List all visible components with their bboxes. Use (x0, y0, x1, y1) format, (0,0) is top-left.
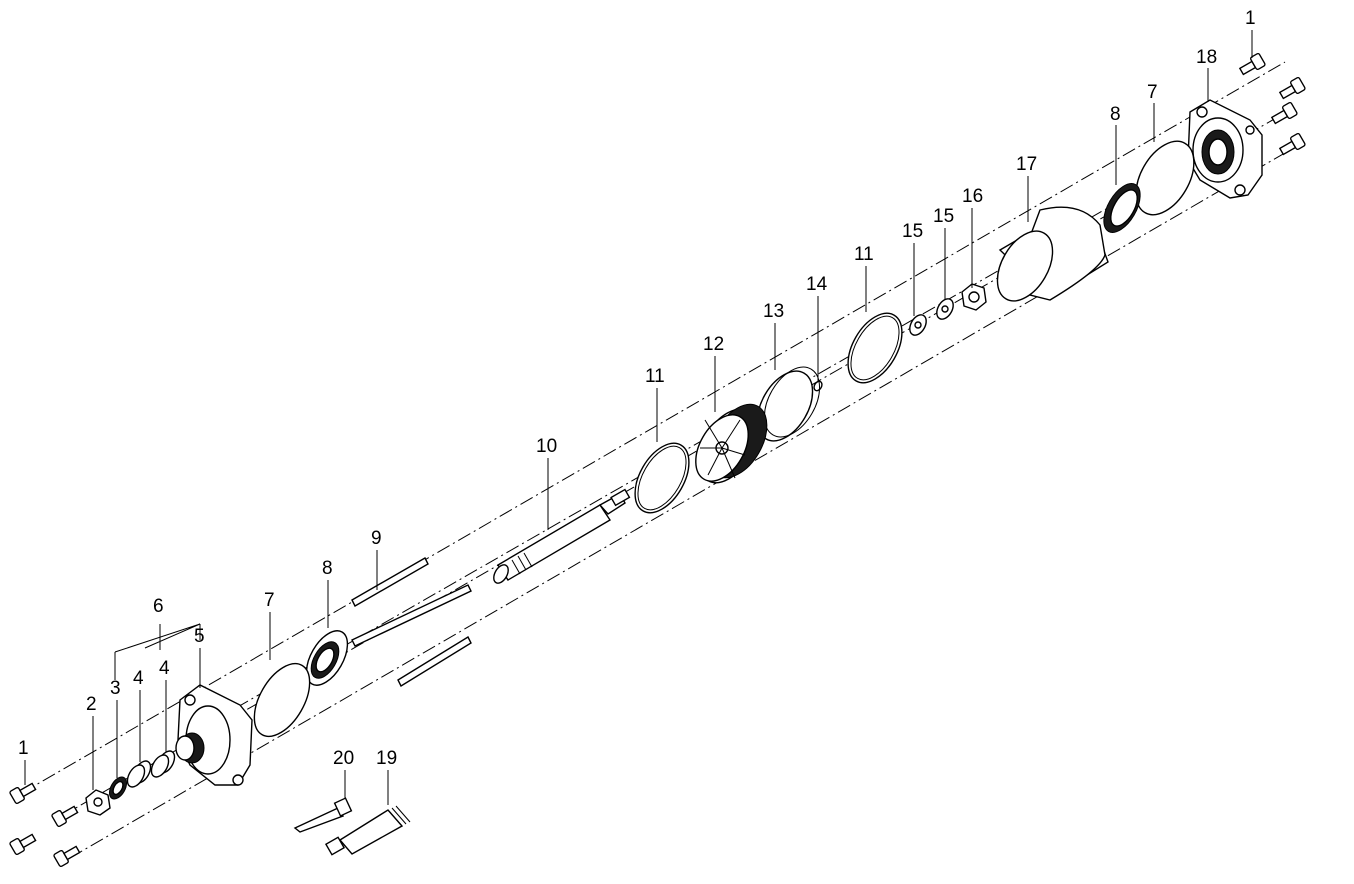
part-1-bolts-left (9, 782, 81, 868)
part-4-bushing-b (126, 760, 152, 788)
callout-1-bottom: 1 (18, 738, 29, 759)
callout-labels: 1 18 8 7 17 16 15 15 11 14 13 12 11 10 9… (18, 8, 1256, 769)
callout-8-left: 8 (322, 558, 333, 579)
callout-12: 12 (703, 334, 724, 355)
callout-7-left: 7 (264, 590, 275, 611)
part-11-oring-upper (847, 312, 903, 384)
part-16-hex-nut (961, 283, 987, 311)
leader-lines (24, 30, 1253, 805)
part-19-grease-tube (324, 805, 411, 856)
callout-1-top: 1 (1245, 8, 1256, 29)
part-5-end-cap (175, 684, 253, 786)
callout-13: 13 (763, 301, 784, 322)
part-11-oring-lower (634, 442, 690, 514)
part-1-bolts-right (1238, 52, 1306, 156)
part-20-applicator (293, 797, 353, 833)
part-17-cylinder (996, 206, 1109, 302)
callout-10: 10 (536, 436, 557, 457)
part-8-bearing-left (305, 630, 349, 686)
callout-5: 5 (194, 626, 205, 647)
callout-18: 18 (1196, 47, 1217, 68)
part-9-rods (351, 557, 472, 687)
callout-19: 19 (376, 748, 397, 769)
washer-hole-b (914, 321, 922, 329)
callout-9: 9 (371, 528, 382, 549)
part-11-oring-upper-inner (850, 315, 900, 381)
part-7-oring-left (253, 662, 311, 738)
callout-17: 17 (1016, 154, 1037, 175)
callout-8-right: 8 (1110, 104, 1121, 125)
callout-3: 3 (110, 678, 121, 699)
callout-15-a: 15 (933, 206, 954, 227)
part-2-nut (85, 789, 111, 816)
part-11-oring-lower-inner (637, 445, 687, 511)
part-8-bearing-right (1103, 183, 1141, 233)
part-12-piston (695, 403, 768, 484)
part-3-seal (108, 776, 128, 800)
part-10-shaft (493, 488, 631, 584)
callout-20: 20 (333, 748, 354, 769)
callout-6: 6 (153, 596, 164, 617)
callout-7-right: 7 (1147, 82, 1158, 103)
callout-16: 16 (962, 186, 983, 207)
callout-15-b: 15 (902, 221, 923, 242)
callout-11-upper: 11 (854, 244, 874, 265)
part-18-end-cap (1187, 99, 1263, 199)
callout-4-a: 4 (133, 668, 144, 689)
part-13-band (756, 366, 821, 442)
callout-4-b: 4 (159, 658, 170, 679)
washer-hole-a (941, 305, 949, 313)
part-4-bushing-a (150, 750, 176, 778)
callout-14: 14 (806, 274, 828, 295)
callout-11-lower: 11 (645, 366, 665, 387)
callout-2: 2 (86, 694, 97, 715)
part-7-oring-right (1135, 140, 1195, 216)
